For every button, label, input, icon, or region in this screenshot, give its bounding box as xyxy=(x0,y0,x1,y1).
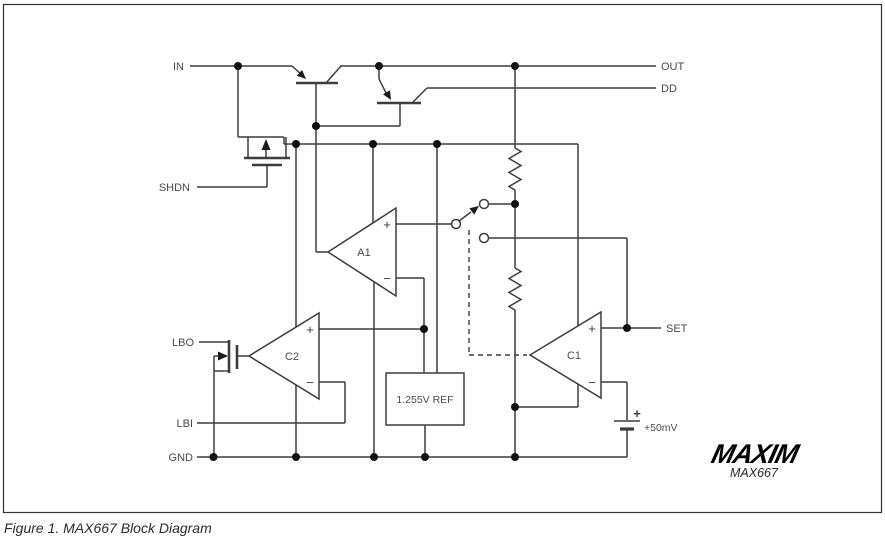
pin-label-set: SET xyxy=(666,323,688,335)
dropout-comparator-c1 xyxy=(528,310,602,400)
pin-label-shdn: SHDN xyxy=(159,182,190,194)
switch-control-dashed-line xyxy=(468,230,527,356)
offset-battery xyxy=(614,420,640,431)
feedback-resistor-top xyxy=(507,147,523,191)
pin-label-dd: DD xyxy=(661,83,677,95)
battery-plus-sign: + xyxy=(633,406,641,421)
voltage-reference-box xyxy=(385,372,465,426)
brand-block: MAXIM MAX667 xyxy=(709,438,804,480)
wire-network xyxy=(190,65,661,458)
low-battery-comparator-c2 xyxy=(247,311,320,401)
c2-minus-sign: − xyxy=(306,375,314,390)
pass-transistor-q2 xyxy=(377,66,428,105)
component-label-c2: C2 xyxy=(285,351,299,363)
pass-transistor-q1 xyxy=(291,65,342,85)
component-label-c1: C1 xyxy=(567,350,581,362)
pin-label-out: OUT xyxy=(661,61,685,73)
mode-select-switch xyxy=(450,198,490,244)
c1-minus-sign: − xyxy=(588,375,596,390)
a1-plus-sign: + xyxy=(383,217,391,232)
feedback-resistor-bottom xyxy=(507,267,523,311)
switch-contact-divider xyxy=(478,198,490,210)
a1-minus-sign: − xyxy=(383,271,391,286)
pin-label-gnd: GND xyxy=(169,452,194,464)
reference-label: 1.255V REF xyxy=(396,394,453,406)
component-label-a1: A1 xyxy=(357,247,370,259)
maxim-logo: MAXIM xyxy=(709,438,804,469)
pin-label-lbo: LBO xyxy=(172,337,194,349)
c1-plus-sign: + xyxy=(588,321,596,336)
pin-label-in: IN xyxy=(173,61,184,73)
shutdown-mosfet xyxy=(238,136,290,167)
switch-common-contact xyxy=(450,218,462,230)
pin-label-lbi: LBI xyxy=(176,418,193,430)
battery-offset-label: +50mV xyxy=(644,422,678,434)
switch-contact-set xyxy=(478,232,490,244)
figure-caption: Figure 1. MAX667 Block Diagram xyxy=(4,520,212,536)
part-number-label: MAX667 xyxy=(730,466,779,480)
c2-plus-sign: + xyxy=(306,322,314,337)
junction-dots xyxy=(209,62,631,461)
lbo-output-transistor xyxy=(214,340,250,373)
figure-border xyxy=(2,3,883,514)
error-amplifier-a1 xyxy=(326,206,397,298)
